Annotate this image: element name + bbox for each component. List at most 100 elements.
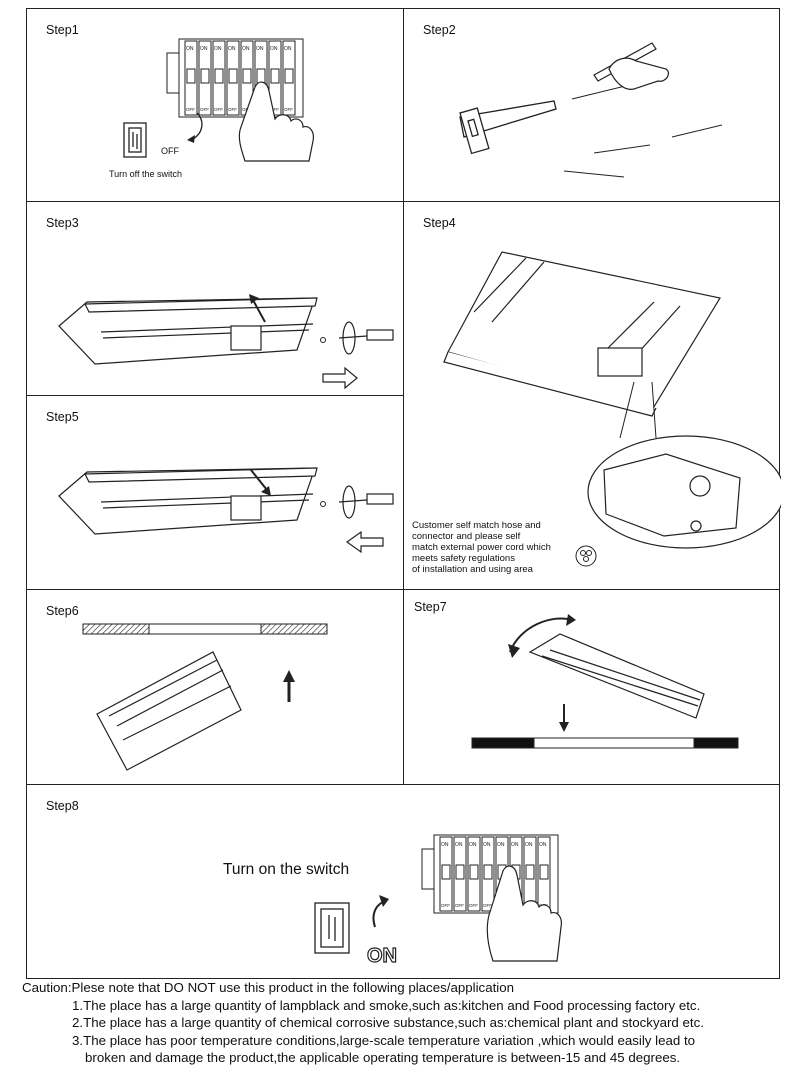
note-line: meets safety regulations: [412, 553, 515, 564]
wall-switch-off-icon: [123, 122, 147, 158]
breaker-off-label: OFF: [228, 107, 237, 112]
step4-note: Customer self match hose and connector a…: [412, 520, 551, 575]
ceiling-section: [82, 623, 328, 635]
up-arrow-icon: [252, 299, 266, 323]
breaker-module: [439, 836, 453, 912]
caution-item: 1.The place has a large quantity of lamp…: [72, 997, 792, 1015]
caution-intro: Caution:Plese note that DO NOT use this …: [22, 979, 792, 997]
step3-panel: Step3: [26, 201, 404, 396]
step7-illustration: [471, 614, 739, 749]
caution-label: Caution:: [22, 980, 72, 995]
cut-lines: [563, 78, 723, 178]
step6-illustration: [82, 623, 328, 771]
breaker-toggle: [214, 68, 224, 84]
step2-illustration: [459, 42, 723, 178]
breaker-on-label: ON: [228, 46, 236, 52]
step4-panel: Step4 Customer self match hose and conne…: [403, 201, 781, 590]
step1-illustration: ONOFFONOFFONOFFONOFFONOFFONOFFONOFFONOFF: [123, 38, 314, 162]
breaker-toggle: [483, 864, 493, 880]
step1-caption: Turn off the switch: [109, 169, 183, 179]
caution-text: Plese note that DO NOT use this product …: [71, 980, 515, 995]
breaker-toggle: [242, 68, 252, 84]
callout-lines: [619, 381, 657, 439]
step5-title: Step5: [46, 410, 79, 424]
breaker-panel-icon: ONOFFONOFFONOFFONOFFONOFFONOFFONOFFONOFF: [166, 38, 304, 118]
breaker-on-label: ON: [539, 842, 547, 848]
fixture-icon: [58, 297, 318, 365]
breaker-module: [453, 836, 467, 912]
breaker-on-label: ON: [186, 46, 194, 52]
caution-item-text: 2.The place has a large quantity of chem…: [72, 1015, 704, 1030]
fixture-icon: [443, 251, 721, 417]
on-label: ON: [366, 944, 397, 967]
breaker-toggle: [525, 864, 535, 880]
breaker-on-label: ON: [256, 46, 264, 52]
saw-icon: [459, 100, 557, 155]
step6-panel: Step6: [26, 589, 404, 785]
breaker-module: [212, 40, 226, 116]
step5-illustration: [58, 467, 394, 554]
breaker-module: [282, 40, 296, 116]
breaker-off-label: OFF: [186, 107, 195, 112]
breaker-toggle: [284, 68, 294, 84]
step8-title: Step8: [46, 799, 79, 813]
step1-title: Step1: [46, 23, 79, 37]
ceiling-bar: [471, 737, 739, 749]
step2-title: Step2: [423, 23, 456, 37]
caution-item-text: 3.The place has poor temperature conditi…: [72, 1032, 696, 1048]
breaker-on-label: ON: [200, 46, 208, 52]
breaker-off-label: OFF: [469, 903, 478, 908]
step8-caption: Turn on the switch: [223, 861, 350, 878]
breaker-toggle: [539, 864, 549, 880]
step4-illustration: [443, 251, 781, 567]
screw-icon: [320, 501, 326, 507]
caution-item: 3.The place has poor temperature conditi…: [72, 1032, 792, 1067]
breaker-on-label: ON: [284, 46, 292, 52]
fixture-icon: [58, 467, 318, 535]
breaker-toggle: [469, 864, 479, 880]
breaker-on-label: ON: [214, 46, 222, 52]
breaker-on-label: ON: [525, 842, 533, 848]
breaker-toggle: [256, 68, 266, 84]
fixture-icon: [528, 633, 705, 719]
breaker-on-label: ON: [242, 46, 250, 52]
breaker-toggle: [455, 864, 465, 880]
step4-title: Step4: [423, 216, 456, 230]
step8-panel: ONOFFONOFFONOFFONOFFONOFFONOFFONOFFONOFF…: [26, 784, 780, 979]
breaker-toggle: [441, 864, 451, 880]
breaker-off-label: OFF: [483, 903, 492, 908]
step7-title: Step7: [414, 600, 447, 614]
breaker-on-label: ON: [455, 842, 463, 848]
breaker-toggle: [270, 68, 280, 84]
breaker-off-label: OFF: [200, 107, 209, 112]
step3-title: Step3: [46, 216, 79, 230]
note-line: connector and please self: [412, 531, 521, 542]
down-arrow-icon: [250, 469, 268, 491]
step1-panel: ONOFFONOFFONOFFONOFFONOFFONOFFONOFFONOFF…: [26, 8, 404, 202]
step5-panel: Step5: [26, 395, 404, 590]
caution-item-text: 1.The place has a large quantity of lamp…: [72, 997, 701, 1013]
note-line: of installation and using area: [412, 564, 533, 575]
breaker-off-label: OFF: [455, 903, 464, 908]
step3-illustration: [58, 294, 394, 390]
breaker-off-label: OFF: [284, 107, 293, 112]
screwdriver-icon: [338, 485, 394, 519]
breaker-off-label: OFF: [270, 107, 279, 112]
caution-section: Caution:Plese note that DO NOT use this …: [22, 979, 792, 1067]
breaker-module: [226, 40, 240, 116]
breaker-panel-icon: ONOFFONOFFONOFFONOFFONOFFONOFFONOFFONOFF: [421, 834, 559, 914]
hand-icon: [486, 865, 562, 962]
step2-panel: Step2: [403, 8, 780, 202]
breaker-toggle: [200, 68, 210, 84]
hand-icon: [238, 81, 314, 162]
screw-icon: [320, 337, 326, 343]
rotate-arrow-icon: [192, 112, 203, 140]
caution-item: 2.The place has a large quantity of chem…: [72, 1014, 792, 1032]
breaker-module: [268, 40, 282, 116]
right-arrow-icon: [322, 366, 358, 390]
step8-illustration: ONOFFONOFFONOFFONOFFONOFFONOFFONOFFONOFF: [314, 834, 562, 962]
breaker-on-label: ON: [483, 842, 491, 848]
breaker-on-label: ON: [441, 842, 449, 848]
connector-zoom-icon: [587, 435, 781, 549]
breaker-toggle: [186, 68, 196, 84]
